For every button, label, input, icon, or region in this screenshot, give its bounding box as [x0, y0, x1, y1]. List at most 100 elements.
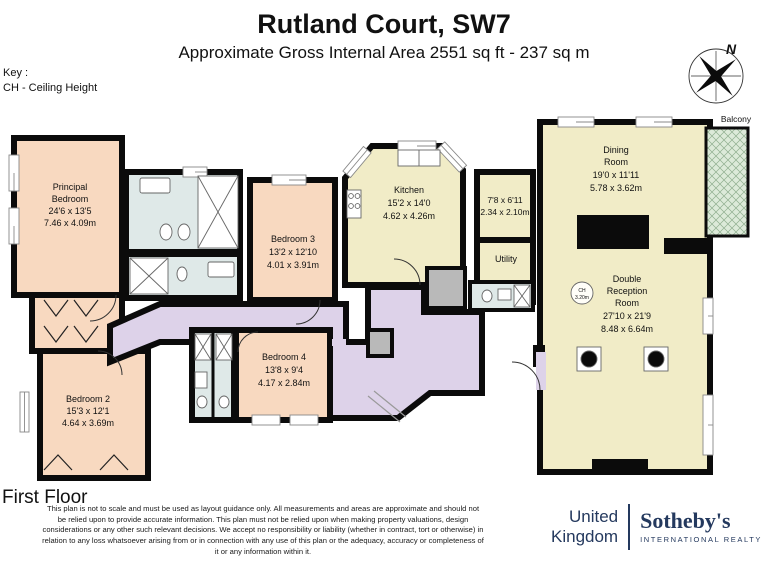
door-arc [295, 299, 321, 325]
structural-walls [533, 215, 710, 472]
bedroom-2-dims-ft: 15'3 x 12'1 [67, 406, 110, 416]
fixtures [43, 149, 669, 471]
principal-bedroom-dims-m: 7.46 x 4.09m [44, 218, 96, 228]
ch-value: 3.20m [575, 295, 589, 301]
sink [497, 288, 512, 301]
storage-small-area [366, 328, 394, 358]
toilet [218, 395, 230, 409]
page-subtitle: Approximate Gross Internal Area 2551 sq … [178, 42, 590, 62]
disclaimer-text: This plan is not to scale and must be us… [42, 504, 484, 556]
hallway-join [332, 339, 346, 346]
kitchen-dims-m: 4.62 x 4.26m [383, 211, 435, 221]
window [251, 414, 281, 426]
page-title: Rutland Court, SW7 [257, 9, 511, 39]
column [580, 350, 598, 368]
room-labels: Principal Bedroom 24'6 x 13'5 7.46 x 4.0… [44, 114, 752, 428]
store-dims-m: 2.34 x 2.10m [480, 207, 529, 217]
windows [8, 116, 714, 456]
door-arc [393, 258, 421, 286]
bedroom-4-label: Bedroom 4 [262, 352, 306, 362]
bedroom-4-area [233, 327, 333, 423]
principal-bedroom-label: Principal [53, 182, 88, 192]
compass-circle [688, 48, 744, 104]
toilet [176, 266, 188, 282]
utility-label: Utility [495, 254, 517, 264]
kitchen-label: Kitchen [394, 185, 424, 195]
burner [348, 203, 354, 209]
storage-cupboard-area [425, 266, 467, 310]
reception-label: Reception [607, 286, 648, 296]
bay-wardrobe [99, 454, 129, 471]
principal-bedroom-dims-ft: 24'6 x 13'5 [49, 206, 92, 216]
wardrobe [43, 325, 69, 343]
brand-tagline: INTERNATIONAL REALTY [640, 535, 762, 544]
dining-room-label: Dining [603, 145, 629, 155]
kitchen-dims-ft: 15'2 x 14'0 [388, 198, 431, 208]
bedroom-2-area [37, 348, 151, 481]
reception-label: Room [615, 298, 639, 308]
brand-name: Sotheby's [640, 508, 731, 533]
balcony-area [704, 126, 750, 238]
dining-divider-wall [664, 238, 710, 254]
bedroom-2-label: Bedroom 2 [66, 394, 110, 404]
burner [348, 193, 354, 199]
brand-logo: United Kingdom Sotheby's INTERNATIONAL R… [551, 504, 762, 550]
store-room-area [474, 169, 536, 243]
bay-wardrobe [43, 454, 73, 471]
key-title: Key : [3, 67, 29, 79]
floor-label: First Floor [2, 487, 88, 508]
column [647, 350, 665, 368]
north-label: N [726, 41, 737, 57]
reception-door-opening [536, 352, 546, 390]
brand-wordmark: Sotheby's INTERNATIONAL REALTY [640, 508, 762, 545]
reception-dims-m: 8.48 x 6.64m [601, 324, 653, 334]
dining-room-dims-ft: 19'0 x 11'11 [593, 170, 640, 180]
bedroom-4-dims-ft: 13'8 x 9'4 [265, 365, 303, 375]
reception-label: Double [613, 274, 642, 284]
dining-reception-area [537, 119, 713, 475]
balcony-label: Balcony [721, 114, 752, 124]
burner [354, 203, 361, 209]
bidet [177, 223, 191, 241]
brand-region-line2: Kingdom [551, 527, 619, 546]
ch-abbr: CH [578, 288, 586, 294]
door-swings [89, 258, 541, 391]
bedroom-3-label: Bedroom 3 [271, 234, 315, 244]
bedroom-2-dims-m: 4.64 x 3.69m [62, 418, 114, 428]
principal-bedroom-label: Bedroom [52, 194, 89, 204]
compass: N [688, 41, 744, 104]
sink [194, 371, 208, 389]
sink [207, 261, 235, 278]
compass-star [696, 56, 736, 96]
door-arc [511, 361, 541, 391]
reception-bay-step [592, 459, 648, 472]
door-arc [237, 331, 259, 353]
window [289, 414, 319, 426]
bedroom-4-dims-m: 4.17 x 2.84m [258, 378, 310, 388]
toilet [196, 395, 208, 409]
brand-region: United Kingdom [551, 507, 618, 547]
brand-divider [628, 504, 631, 550]
store-dims-ft: 7'8 x 6'11 [487, 195, 522, 205]
toilet [159, 223, 173, 241]
ceiling-height-badge [570, 281, 594, 305]
legend-key: Key : CH - Ceiling Height [3, 66, 97, 96]
sink [139, 177, 171, 194]
header: Rutland Court, SW7 Approximate Gross Int… [0, 9, 768, 63]
toilet [481, 289, 493, 303]
reception-dims-ft: 27'10 x 21'9 [603, 311, 651, 321]
principal-bedroom-area [11, 135, 125, 298]
brand-region-line1: United [568, 506, 619, 526]
key-ceiling-height: CH - Ceiling Height [3, 81, 98, 94]
wardrobe [73, 325, 99, 343]
dining-room-label: Room [604, 157, 628, 167]
bedroom-3-dims-m: 4.01 x 3.91m [267, 260, 319, 270]
entrance-door [367, 390, 407, 423]
bedroom-3-dims-ft: 13'2 x 12'10 [269, 247, 317, 257]
burner [354, 193, 361, 199]
dining-room-dims-m: 5.78 x 3.62m [590, 183, 642, 193]
wardrobe [43, 299, 69, 317]
chimney-breast [577, 215, 649, 249]
